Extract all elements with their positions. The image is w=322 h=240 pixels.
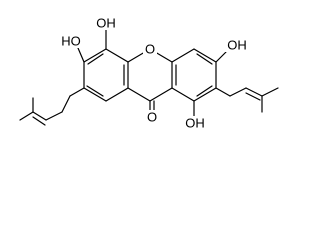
ring-oxygen-label: O (145, 42, 155, 57)
bond (61, 95, 71, 113)
bond (193, 48, 217, 63)
bond (83, 87, 107, 102)
hydroxyl-bottom-label: OH (185, 116, 205, 131)
carbonyl-oxygen-label: O (147, 110, 157, 125)
double-bond-line (86, 85, 104, 97)
double-bond-line (32, 116, 46, 126)
bond (105, 48, 129, 63)
bond (149, 87, 173, 102)
bond (261, 87, 279, 97)
bond (171, 48, 195, 63)
label-background (183, 116, 207, 130)
bond (19, 111, 34, 121)
double-bond-line (87, 53, 104, 65)
hydroxyl-top-left-label: OH (96, 16, 116, 31)
bond (215, 51, 227, 63)
atom-labels: O O OH HO OH OH (59, 16, 249, 131)
double-bond-line (196, 85, 213, 97)
bond (193, 87, 217, 102)
bond (45, 111, 63, 121)
bond (245, 87, 263, 97)
double-bond-line (245, 92, 261, 101)
hydroxyl-right-label: OH (227, 38, 247, 53)
label-background (143, 110, 157, 124)
label-background (95, 16, 117, 30)
label-background (225, 38, 249, 52)
hydroxyl-left-label: HO (61, 34, 81, 49)
double-bond-line (196, 53, 213, 65)
label-background (143, 42, 157, 56)
bond (32, 111, 47, 121)
bond (229, 87, 247, 97)
bond (83, 48, 107, 63)
molecule-structure: O O OH HO OH OH (19, 16, 279, 131)
label-background (59, 34, 83, 48)
bond (127, 87, 151, 102)
bond (171, 87, 195, 102)
bond (69, 87, 85, 97)
bond (77, 47, 85, 63)
bond (105, 87, 129, 102)
bond (215, 87, 231, 97)
